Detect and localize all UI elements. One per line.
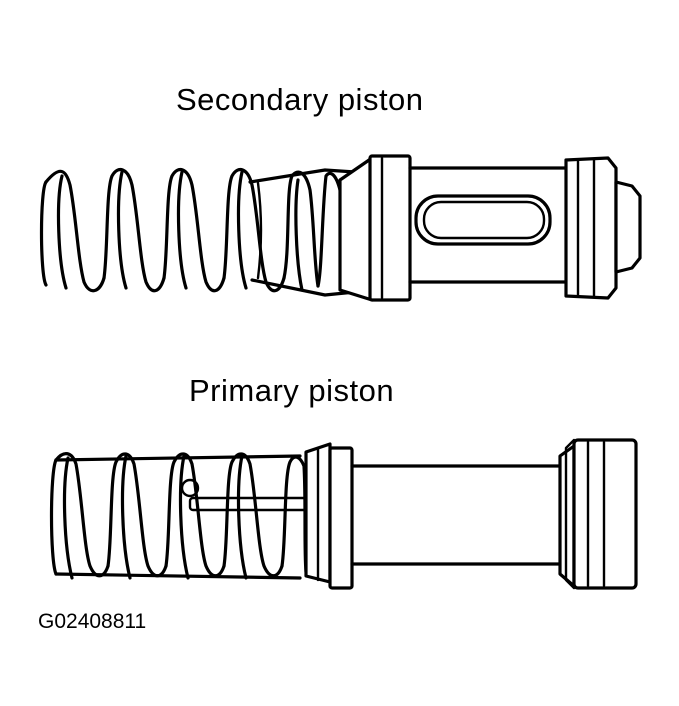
figure-code: G02408811 [38,610,147,633]
secondary-piston [39,154,642,302]
primary-retainer-rod [180,478,312,512]
primary-spring [49,452,308,580]
secondary-rear-seal [564,156,642,300]
secondary-body [408,166,568,284]
primary-front-cup [304,442,354,590]
secondary-front-cup [338,154,412,302]
primary-piston [49,438,638,590]
secondary-piston-title: Secondary piston [176,82,424,117]
secondary-spring [39,167,348,294]
primary-body [350,464,562,566]
primary-piston-title: Primary piston [189,373,395,408]
primary-rear-cup [558,438,638,590]
